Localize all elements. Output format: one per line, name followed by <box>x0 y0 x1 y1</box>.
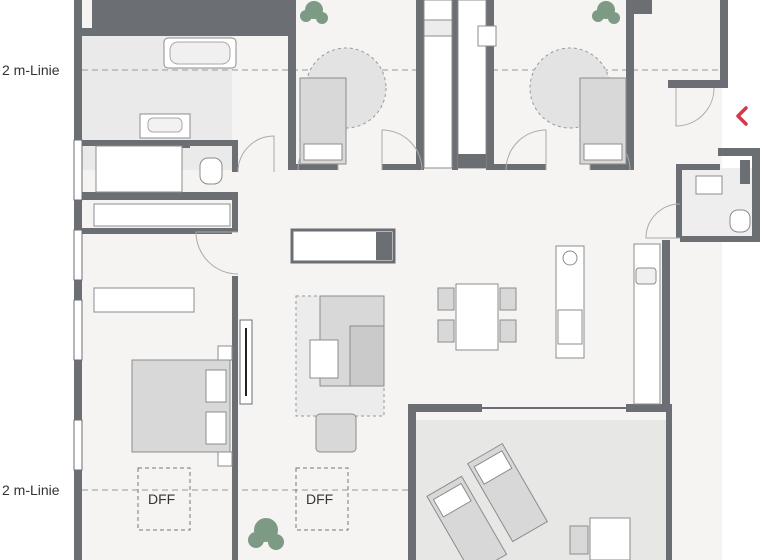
shelf-room1 <box>423 19 453 37</box>
cooktop <box>557 309 583 345</box>
lounger-2 <box>466 442 549 543</box>
terrace-table <box>589 517 631 560</box>
door-bedroom <box>195 231 239 275</box>
chair-3 <box>499 287 517 311</box>
wall-terrace-right <box>666 404 672 560</box>
wall-terrace-top-left <box>408 404 482 412</box>
door-wc <box>645 203 681 239</box>
washbasin-bowl <box>147 117 183 133</box>
wardrobe-corridor <box>93 203 231 227</box>
wall-bath-bottom2 <box>182 140 236 146</box>
bed-pillow-2 <box>205 411 227 445</box>
wall-terrace-left2 <box>408 464 416 560</box>
tv-sideboard-dark <box>376 232 392 260</box>
wall-corridor <box>82 192 232 200</box>
chevron-left-icon[interactable] <box>728 102 756 130</box>
nightstand-2 <box>217 451 233 467</box>
sofa-seat <box>349 325 385 387</box>
wall-corridor-bottom <box>82 228 232 234</box>
wall-wc-right <box>752 148 760 240</box>
wall-right-entry <box>668 80 728 88</box>
lounger-1 <box>426 475 508 560</box>
door-entry <box>675 87 715 127</box>
wall-terrace-left <box>408 404 416 464</box>
door-bath <box>237 135 275 173</box>
window-left-2 <box>73 229 83 281</box>
plant-top-left <box>300 1 328 24</box>
wall-terrace-top-right <box>626 404 670 412</box>
shower <box>95 145 183 193</box>
wall-room2-bottom <box>486 164 546 170</box>
wardrobe-bedroom <box>93 287 195 313</box>
wall-room1-bottom-right <box>382 164 424 170</box>
toilet-bath <box>199 157 223 185</box>
coffee-table <box>309 339 339 379</box>
chair-1 <box>437 287 455 311</box>
wall-room-center-divider <box>452 0 458 170</box>
wall-bedroom-right <box>232 192 238 232</box>
desk-dark-strip <box>458 154 486 168</box>
window-left-3 <box>73 299 83 361</box>
chair-2 <box>437 319 455 343</box>
armchair <box>315 413 357 453</box>
wall-top-left-block <box>92 0 288 28</box>
door-room1b <box>381 129 423 171</box>
terrace-chair <box>569 525 589 555</box>
wall-room1-right <box>416 0 424 170</box>
wc-washbasin <box>695 175 723 195</box>
plant-top-right <box>592 1 620 24</box>
window-left-4 <box>73 419 83 471</box>
wall-wc-top <box>718 148 752 156</box>
dff-label-2: DFF <box>306 491 334 507</box>
wall-wc-left <box>676 168 682 238</box>
dff-box-2 <box>295 467 349 531</box>
desk-monitor <box>477 25 497 47</box>
window-left-1 <box>73 139 83 201</box>
pillow-room1 <box>303 143 343 161</box>
chair-4 <box>499 319 517 343</box>
two-m-line-label-bottom: 2 m-Linie <box>2 482 60 498</box>
two-m-line-label-top: 2 m-Linie <box>2 62 60 78</box>
nightstand-1 <box>217 345 233 361</box>
bed-pillow-1 <box>205 369 227 403</box>
wall-room2-right <box>626 0 634 170</box>
pillow-room2 <box>583 143 623 161</box>
wc-toilet <box>729 209 751 233</box>
wall-wc-bottom <box>680 236 760 242</box>
wall-room2-left <box>486 0 494 170</box>
kitchen-sink <box>635 267 657 285</box>
desk-room2 <box>457 0 487 169</box>
door-room2 <box>505 129 547 171</box>
dining-table <box>455 283 499 351</box>
wall-kitchen-right <box>662 240 670 410</box>
bath-counter <box>130 140 190 148</box>
wall-top-bath <box>82 28 292 36</box>
plant-bottom <box>248 518 284 550</box>
dff-box-1 <box>137 467 191 531</box>
wc-cistern <box>740 160 750 184</box>
wall-bath-door-post <box>232 140 238 172</box>
island-sink <box>562 250 578 266</box>
wall-wc-top2 <box>676 164 720 170</box>
wall-room2-bottom-right <box>590 164 632 170</box>
dff-label-1: DFF <box>148 491 176 507</box>
wall-top-right-block <box>634 0 652 14</box>
wall-room1-bottom <box>288 164 338 170</box>
wall-room1-left <box>288 60 296 170</box>
wall-bedroom-right2 <box>232 276 238 560</box>
wall-right-upper <box>720 0 728 88</box>
bathtub-inner <box>169 41 231 65</box>
